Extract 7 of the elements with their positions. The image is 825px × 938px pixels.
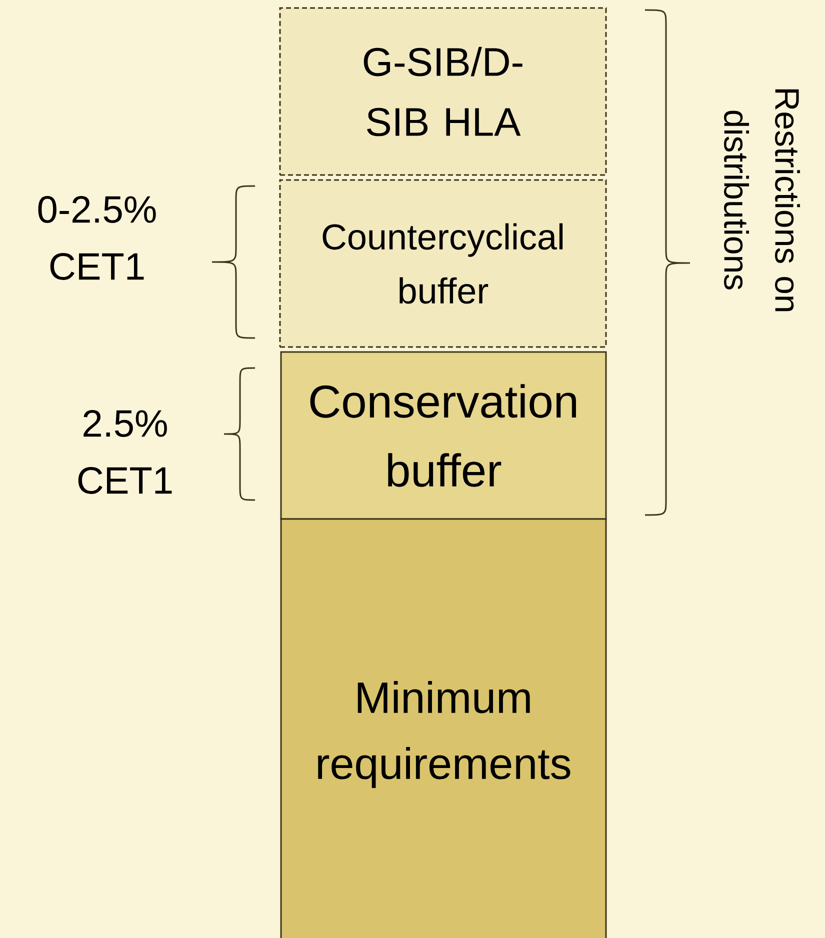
- buffer-box: Conservation buffer: [280, 351, 607, 520]
- label-text: Restrictions on distributions: [724, 89, 800, 312]
- buffer-box: Countercyclical buffer: [279, 179, 607, 348]
- buffer-box: G-SIB/D-SIB HLA: [279, 7, 607, 176]
- label-text: 2.5% CET1: [78, 410, 172, 494]
- label-text: 0-2.5% CET1: [38, 196, 156, 280]
- buffer-box: Minimum requirements: [280, 518, 607, 938]
